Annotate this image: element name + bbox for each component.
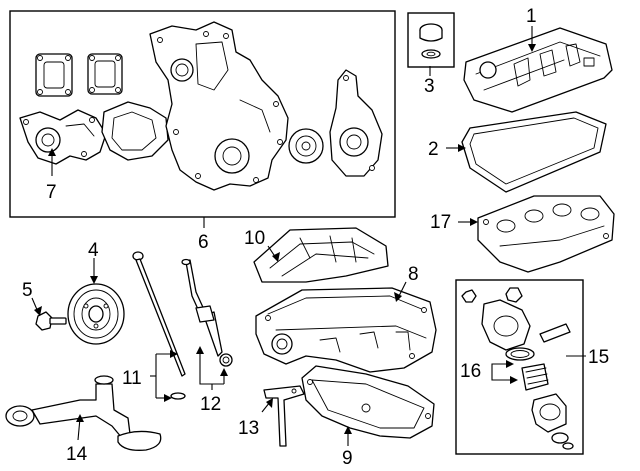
upper-oil-pan: [255, 287, 437, 373]
oil-filler-cap: [419, 23, 443, 59]
intake-manifold-gasket: [477, 195, 615, 273]
crankshaft-pulley: [67, 283, 125, 345]
group-box-filler-cap: [407, 12, 455, 68]
callout-9: 9: [342, 448, 353, 469]
callout-10: 10: [244, 228, 265, 249]
pulley-bolt: [35, 311, 67, 331]
callout-14: 14: [66, 444, 88, 465]
gasket-small-left: [35, 53, 73, 97]
timing-cover-assembly: [19, 21, 383, 191]
callout-4: 4: [88, 240, 99, 261]
callout-2: 2: [428, 139, 439, 160]
callout-6: 6: [198, 232, 209, 253]
valve-cover-gasket: [461, 111, 607, 193]
water-pump-gasket: [101, 101, 169, 161]
oil-pickup-tube: [5, 375, 162, 451]
callout-12: 12: [200, 394, 221, 415]
oil-baffle-plate: [253, 227, 389, 283]
oil-filter-cartridge: [521, 363, 549, 391]
idler-pulley: [288, 128, 324, 164]
group-box-timing-cover: [9, 10, 396, 218]
dipstick: [132, 251, 186, 400]
callout-13: 13: [238, 418, 259, 439]
callout-7: 7: [46, 182, 57, 203]
gasket-small-right: [87, 53, 123, 95]
callout-1: 1: [526, 6, 537, 27]
group-box-oil-filter: [455, 279, 584, 455]
callout-3: 3: [424, 76, 435, 97]
callout-11: 11: [122, 368, 142, 389]
oil-pump-cover: [329, 69, 383, 177]
leader-lines: [31, 26, 586, 446]
callout-labels: 1 2 3 4 5 6 7 8 9 10 11 12 13 14 15 16 1…: [22, 6, 609, 469]
lower-oil-pan: [301, 365, 435, 439]
oil-filter-housing-kit: [461, 287, 571, 361]
callout-8: 8: [408, 264, 419, 285]
valve-cover: [463, 27, 613, 113]
dipstick-tube: [181, 258, 233, 367]
timing-cover: [149, 21, 289, 191]
callout-15: 15: [588, 347, 609, 368]
callout-5: 5: [22, 280, 33, 301]
dipstick-tube-bracket: [263, 385, 305, 447]
oil-filter-cap: [531, 393, 574, 450]
callout-16: 16: [460, 361, 481, 382]
water-pump: [19, 109, 107, 165]
callout-17: 17: [430, 212, 451, 233]
